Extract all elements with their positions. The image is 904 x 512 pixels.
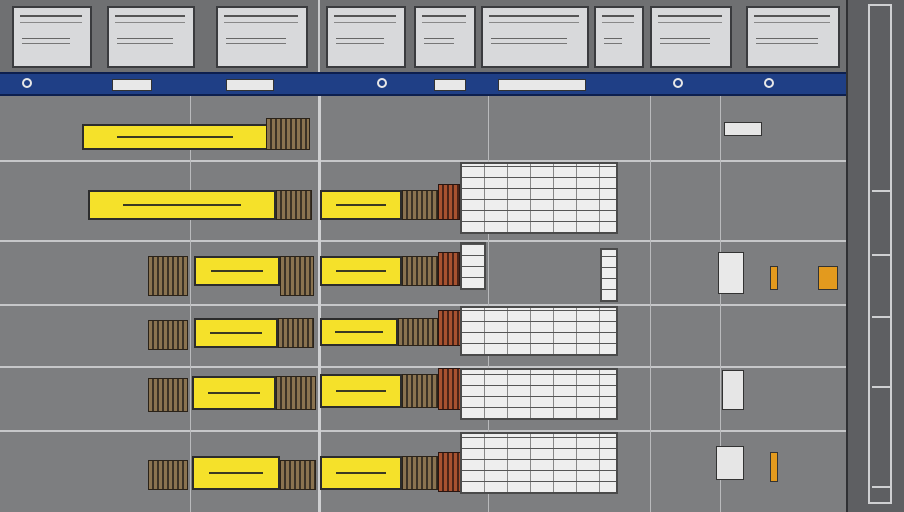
hatched-block xyxy=(148,378,188,412)
highlight-bar[interactable] xyxy=(82,124,268,150)
grid-row-line xyxy=(0,430,846,432)
pin-icon[interactable] xyxy=(718,252,744,294)
top-panel[interactable] xyxy=(650,6,732,68)
highlight-bar[interactable] xyxy=(194,256,280,286)
highlight-bar[interactable] xyxy=(192,456,280,490)
rail-tick xyxy=(872,254,892,256)
grid-row-line xyxy=(0,366,846,368)
grid-col-line xyxy=(650,96,651,512)
hatched-block xyxy=(438,252,460,286)
data-form[interactable] xyxy=(460,162,618,234)
top-toolbar xyxy=(0,0,846,74)
header-bar xyxy=(0,72,846,96)
circle-icon[interactable] xyxy=(764,78,774,88)
highlight-bar[interactable] xyxy=(320,256,402,286)
hatched-block xyxy=(438,368,462,410)
hatched-block xyxy=(402,256,438,286)
hatched-block xyxy=(276,190,312,220)
pin-icon[interactable] xyxy=(722,370,744,410)
top-panel[interactable] xyxy=(12,6,92,68)
marker[interactable] xyxy=(818,266,838,290)
hatched-block xyxy=(438,184,460,220)
rail-tick xyxy=(872,386,892,388)
hatched-block xyxy=(148,460,188,490)
hatched-block xyxy=(438,452,462,492)
highlight-bar[interactable] xyxy=(320,190,402,220)
hatched-block xyxy=(402,374,438,408)
header-label xyxy=(226,79,274,91)
hatched-block xyxy=(402,190,438,220)
rail-tick xyxy=(872,486,892,488)
data-form[interactable] xyxy=(460,242,486,290)
highlight-bar[interactable] xyxy=(320,318,398,346)
highlight-bar[interactable] xyxy=(320,456,402,490)
hatched-block xyxy=(148,256,188,296)
hatched-block xyxy=(280,256,314,296)
data-form[interactable] xyxy=(460,432,618,494)
top-panel[interactable] xyxy=(216,6,308,68)
top-panel[interactable] xyxy=(481,6,589,68)
top-divider xyxy=(318,0,320,72)
highlight-bar[interactable] xyxy=(192,376,276,410)
marker[interactable] xyxy=(770,452,778,482)
hatched-block xyxy=(398,318,438,346)
highlight-bar[interactable] xyxy=(88,190,276,220)
marker[interactable] xyxy=(770,266,778,290)
hatched-block xyxy=(278,318,314,348)
rail-tick xyxy=(872,316,892,318)
header-label xyxy=(112,79,152,91)
grid-col-line xyxy=(318,96,321,512)
data-form[interactable] xyxy=(460,306,618,356)
circle-icon[interactable] xyxy=(22,78,32,88)
hatched-block xyxy=(276,376,316,410)
top-panel[interactable] xyxy=(107,6,195,68)
grid-row-line xyxy=(0,160,846,162)
note-icon[interactable] xyxy=(724,122,762,136)
circle-icon[interactable] xyxy=(673,78,683,88)
top-panel[interactable] xyxy=(746,6,840,68)
pin-icon[interactable] xyxy=(716,446,744,480)
top-panel[interactable] xyxy=(414,6,476,68)
highlight-bar[interactable] xyxy=(194,318,278,348)
data-form[interactable] xyxy=(460,368,618,420)
top-panel[interactable] xyxy=(594,6,644,68)
header-label xyxy=(498,79,586,91)
hatched-block xyxy=(266,118,310,150)
data-form[interactable] xyxy=(600,248,618,302)
rail-tick xyxy=(872,190,892,192)
top-panel[interactable] xyxy=(326,6,406,68)
hatched-block xyxy=(402,456,438,490)
hatched-block xyxy=(280,460,316,490)
hatched-block xyxy=(438,310,462,346)
grid-col-line xyxy=(190,96,191,512)
grid-row-line xyxy=(0,304,846,306)
circle-icon[interactable] xyxy=(377,78,387,88)
header-label xyxy=(434,79,466,91)
grid-col-line xyxy=(488,96,489,512)
hatched-block xyxy=(148,320,188,350)
grid-col-line xyxy=(720,96,721,512)
schedule-grid xyxy=(0,96,846,512)
grid-row-line xyxy=(0,240,846,242)
right-sidebar xyxy=(846,0,904,512)
highlight-bar[interactable] xyxy=(320,374,402,408)
